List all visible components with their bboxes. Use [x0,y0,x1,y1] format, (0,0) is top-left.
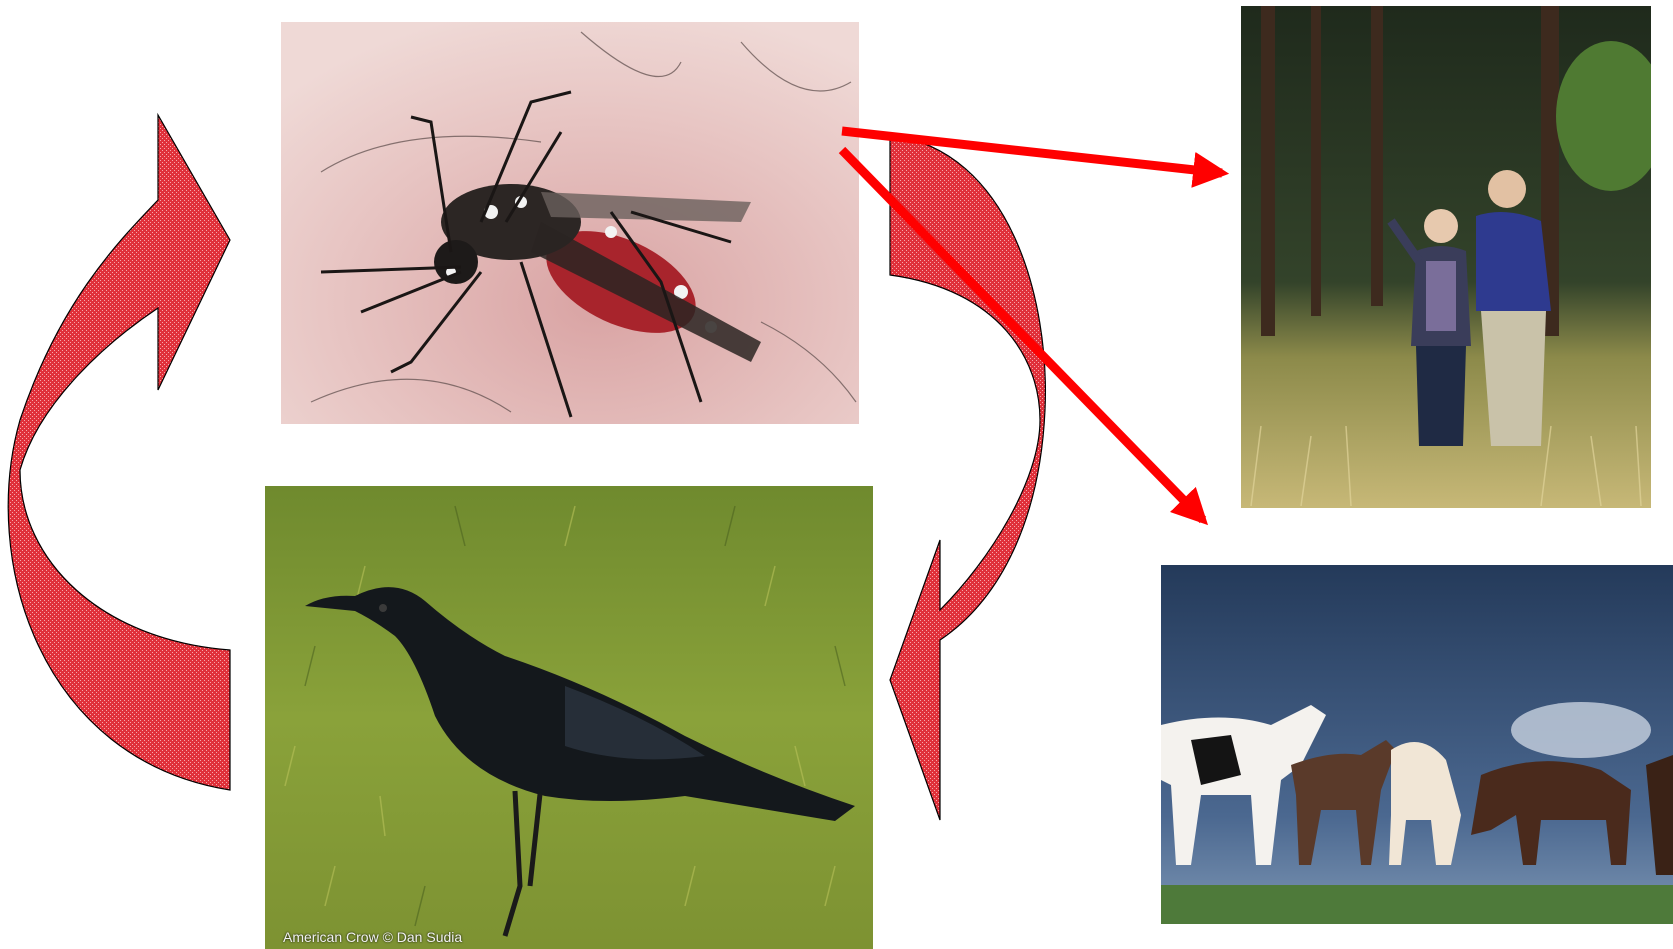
transmission-arrow-to-horses [842,150,1203,520]
crow-photo: American Crow © Dan Sudia [265,486,873,949]
transmission-arrow-to-people [842,131,1222,173]
mosquito-photo [281,22,859,424]
people-photo [1241,6,1651,508]
photo-credit-caption: American Crow © Dan Sudia [283,929,462,945]
cycle-arrow-mosquito-to-crow [890,135,1045,820]
cycle-arrow-crow-to-mosquito [8,115,230,790]
horses-photo [1161,565,1673,924]
